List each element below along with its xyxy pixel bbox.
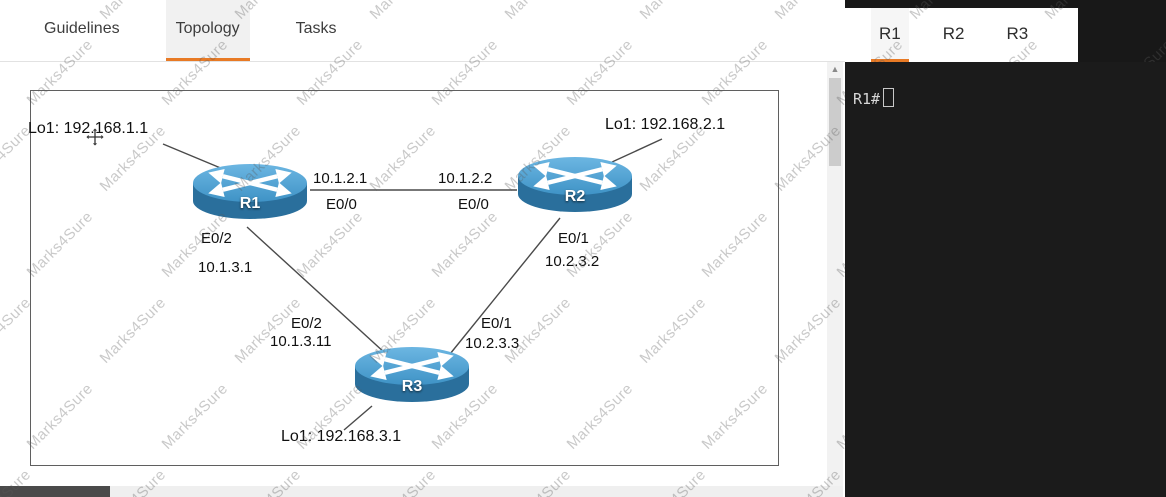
label-if-r2-e00: E0/0 <box>458 196 489 213</box>
link-r2-r3 <box>449 217 561 355</box>
label-if-r1-e00: E0/0 <box>326 196 357 213</box>
horizontal-scrollbar-thumb[interactable] <box>0 486 110 497</box>
tab-guidelines[interactable]: Guidelines <box>44 20 120 37</box>
label-ip-10-2-3-3: 10.2.3.3 <box>465 335 520 352</box>
router-label-r1: R1 <box>239 195 261 212</box>
router-icon-r3: R3 <box>352 338 472 410</box>
label-if-r2-e01: E0/1 <box>558 230 589 247</box>
router-label-r2: R2 <box>564 188 586 205</box>
link-r3-loopback <box>343 405 373 431</box>
terminal-cursor <box>883 88 895 107</box>
label-ip-10-1-2-2: 10.1.2.2 <box>438 170 493 187</box>
console-panel: R1 R2 R3 R1# <box>845 0 1166 497</box>
vertical-scrollbar[interactable]: ▲ ▼ <box>827 62 843 497</box>
topology-border <box>30 90 779 466</box>
label-ip-10-1-2-1: 10.1.2.1 <box>313 170 368 187</box>
label-r1-loopback: Lo1: 192.168.1.1 <box>28 120 149 137</box>
move-cursor-icon <box>86 128 104 146</box>
label-r3-loopback: Lo1: 192.168.3.1 <box>281 428 402 445</box>
router-icon-r2: R2 <box>515 148 635 220</box>
tab-console-r2[interactable]: R2 <box>942 23 965 43</box>
label-r2-loopback: Lo1: 192.168.2.1 <box>605 116 726 133</box>
router-icon-r1: R1 <box>190 155 310 227</box>
topology-canvas: R1 <box>0 62 845 497</box>
topology-panel: Guidelines Topology Tasks <box>0 0 845 497</box>
router-glyph <box>193 164 307 219</box>
scroll-up-icon[interactable]: ▲ <box>830 64 840 74</box>
label-if-r3-e02: E0/2 <box>291 315 322 332</box>
label-ip-10-1-3-11: 10.1.3.11 <box>270 333 332 350</box>
terminal-prompt: R1# <box>853 90 881 108</box>
label-if-r1-e02: E0/2 <box>201 230 232 247</box>
console-tabbar: R1 R2 R3 <box>845 8 1078 62</box>
terminal[interactable]: R1# <box>845 62 1166 497</box>
tab-tasks[interactable]: Tasks <box>295 20 337 37</box>
link-r2-loopback <box>611 138 663 163</box>
tab-console-r1[interactable]: R1 <box>871 8 909 62</box>
link-r1-r3 <box>246 226 387 355</box>
scrollbar-thumb[interactable] <box>829 78 841 166</box>
label-if-r3-e01: E0/1 <box>481 315 512 332</box>
horizontal-scrollbar[interactable] <box>0 486 843 497</box>
left-tabbar: Guidelines Topology Tasks <box>0 0 845 62</box>
router-glyph <box>355 347 469 402</box>
tab-console-r3[interactable]: R3 <box>1006 23 1029 43</box>
label-ip-10-1-3-1: 10.1.3.1 <box>198 259 253 276</box>
tab-topology[interactable]: Topology <box>165 0 250 61</box>
router-glyph <box>518 157 632 212</box>
label-ip-10-2-3-2: 10.2.3.2 <box>545 253 600 270</box>
router-label-r3: R3 <box>401 378 423 395</box>
